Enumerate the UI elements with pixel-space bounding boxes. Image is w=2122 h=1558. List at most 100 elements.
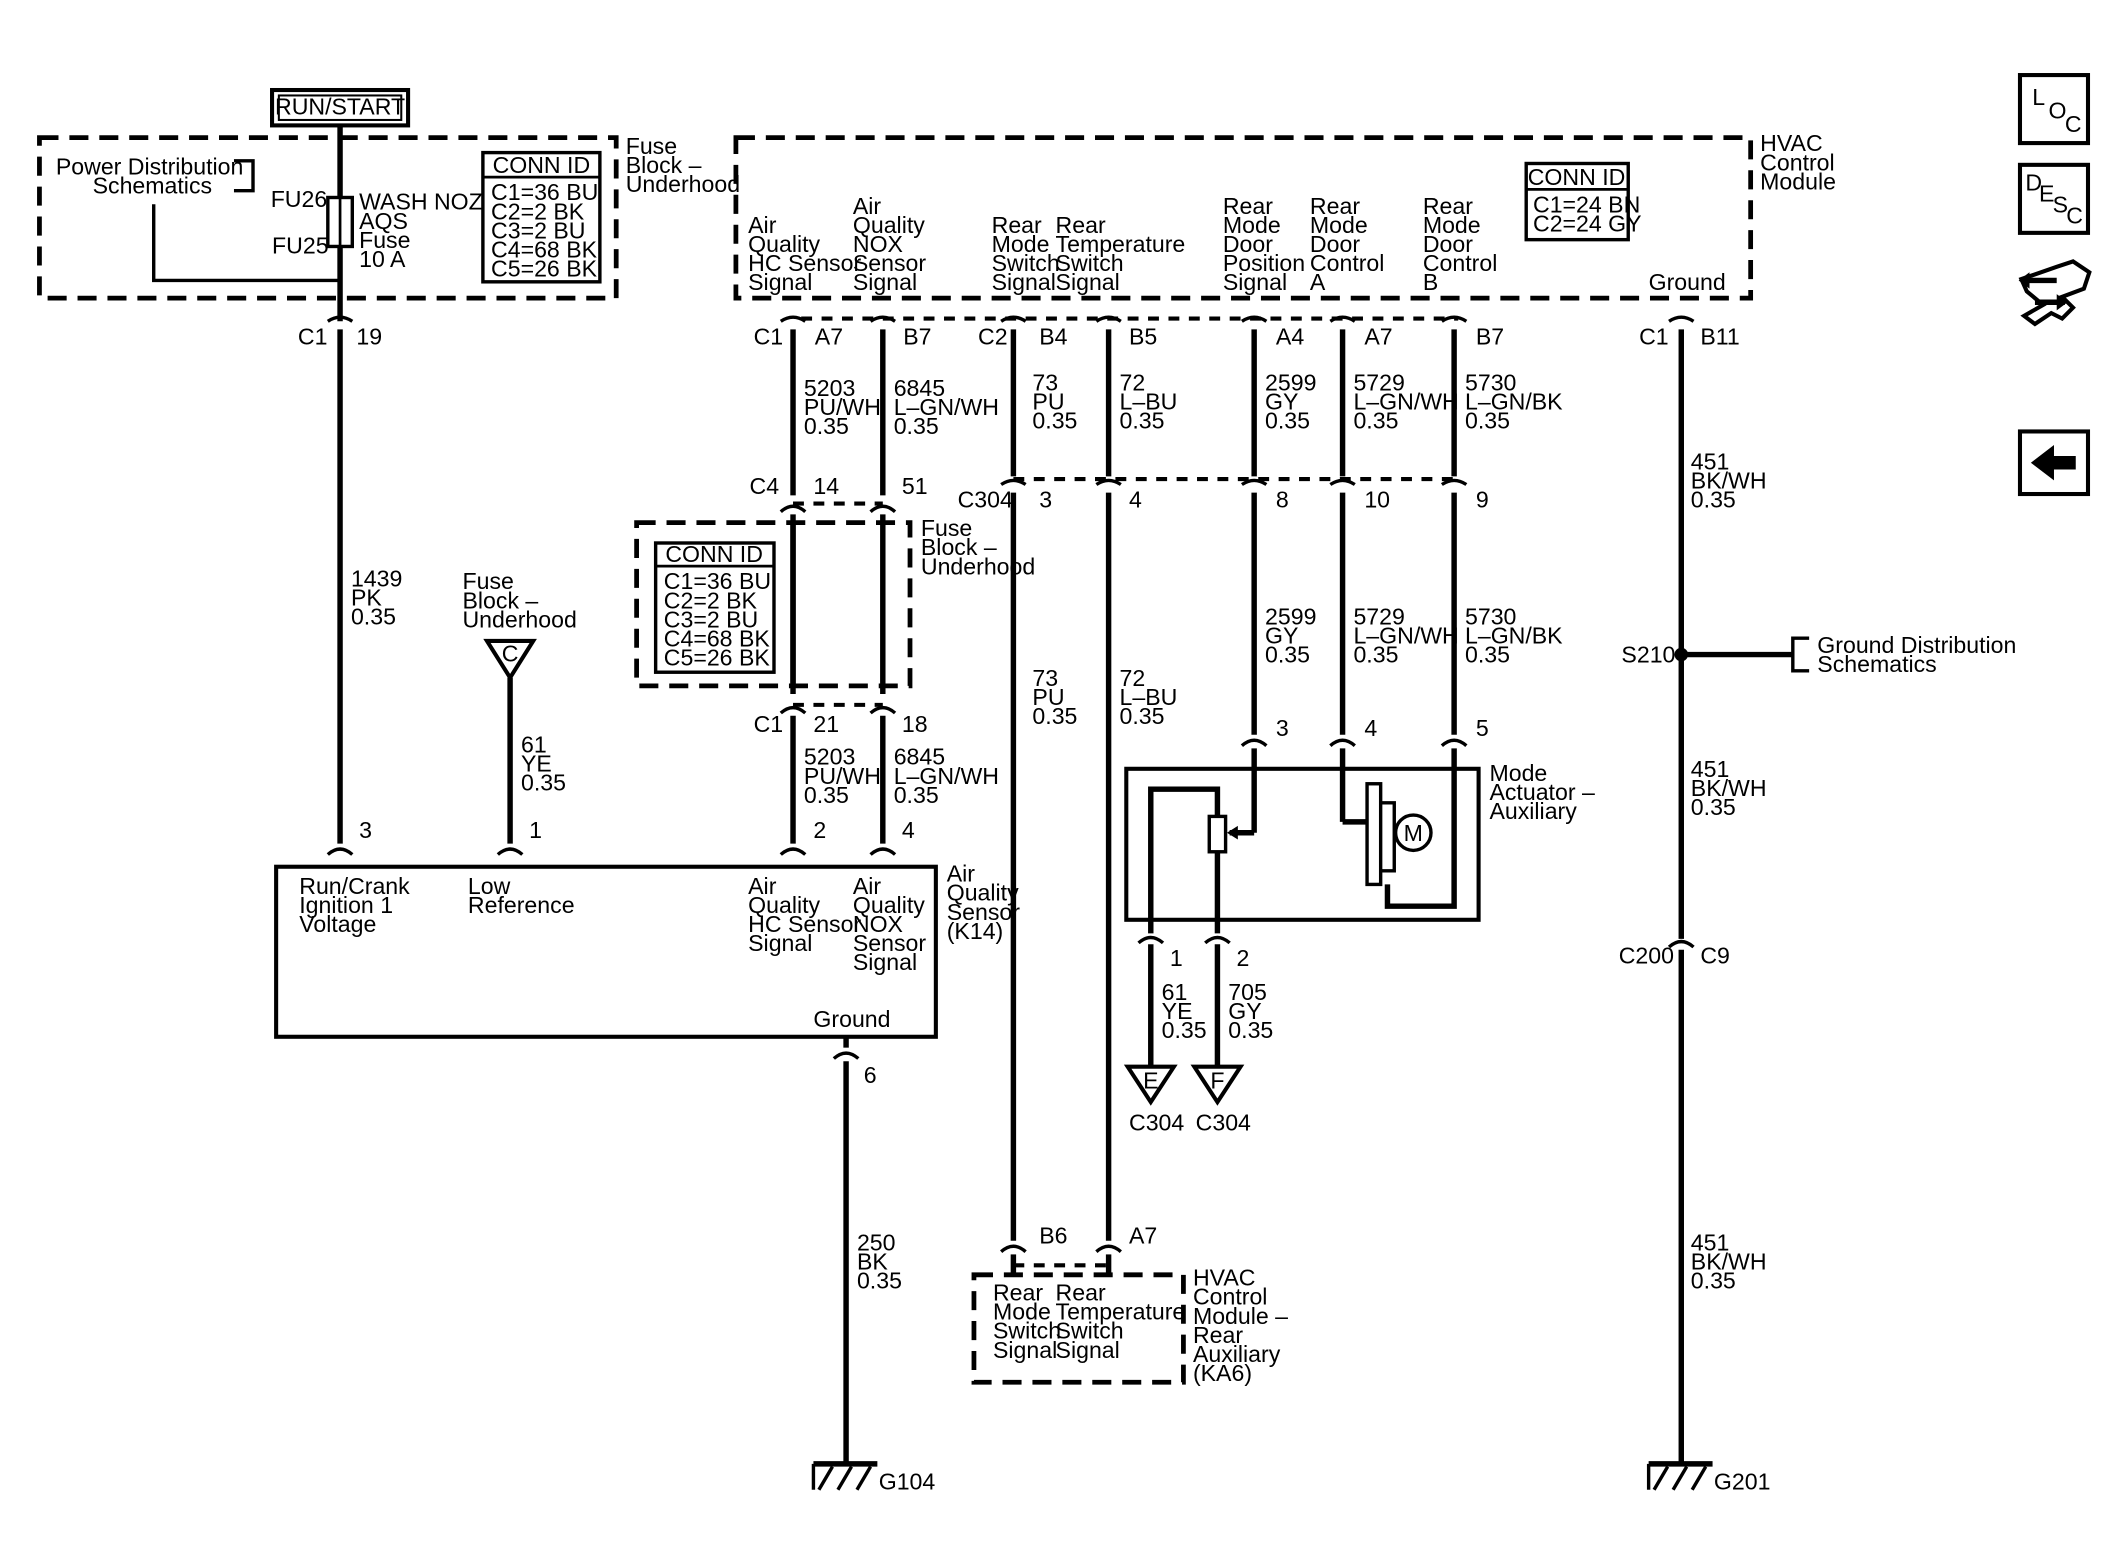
svg-text:C200: C200	[1619, 942, 1674, 968]
svg-text:Run/Crank: Run/Crank	[299, 873, 410, 899]
svg-text:9: 9	[1476, 487, 1489, 513]
svg-text:Air: Air	[947, 861, 976, 887]
svg-text:Signal: Signal	[1223, 269, 1287, 295]
svg-text:Quality: Quality	[947, 880, 1019, 906]
svg-text:B5: B5	[1129, 323, 1157, 349]
svg-text:GY: GY	[1265, 389, 1298, 415]
svg-text:5730: 5730	[1465, 370, 1516, 396]
svg-text:0.35: 0.35	[804, 782, 849, 808]
svg-text:C1: C1	[298, 323, 328, 349]
svg-text:BK/WH: BK/WH	[1691, 1248, 1767, 1274]
ref-e-c304: E C304	[1123, 1064, 1184, 1136]
svg-text:D: D	[2025, 170, 2042, 196]
svg-text:5: 5	[1476, 715, 1489, 741]
svg-text:Switch: Switch	[993, 1318, 1061, 1344]
svg-text:M: M	[1404, 820, 1423, 846]
svg-text:Position: Position	[1223, 250, 1305, 276]
svg-text:451: 451	[1691, 449, 1730, 475]
svg-text:A4: A4	[1276, 323, 1304, 349]
svg-text:Control: Control	[1310, 250, 1385, 276]
svg-text:C1=24 BN: C1=24 BN	[1533, 191, 1640, 217]
svg-text:Ground Distribution: Ground Distribution	[1817, 632, 2016, 658]
svg-text:451: 451	[1691, 756, 1730, 782]
svg-text:YE: YE	[521, 751, 552, 777]
back-arrow-button[interactable]	[2017, 429, 2091, 497]
svg-text:Signal: Signal	[1056, 269, 1120, 295]
svg-text:B6: B6	[1039, 1223, 1067, 1249]
svg-text:3: 3	[1276, 715, 1289, 741]
svg-text:1: 1	[1170, 945, 1183, 971]
svg-text:Mode: Mode	[993, 1299, 1051, 1325]
svg-text:Sensor: Sensor	[853, 930, 927, 956]
motor-icon	[1393, 813, 1433, 853]
svg-text:B7: B7	[903, 323, 931, 349]
svg-text:Auxiliary: Auxiliary	[1193, 1341, 1281, 1367]
svg-text:Door: Door	[1223, 231, 1273, 257]
svg-text:2599: 2599	[1265, 370, 1316, 396]
svg-text:Signal: Signal	[993, 1337, 1057, 1363]
svg-text:L–GN/BK: L–GN/BK	[1465, 389, 1563, 415]
svg-text:0.35: 0.35	[521, 770, 566, 796]
svg-text:Voltage: Voltage	[299, 911, 376, 937]
svg-text:705: 705	[1228, 979, 1267, 1005]
svg-text:Rear: Rear	[992, 212, 1042, 238]
svg-text:Air: Air	[748, 212, 777, 238]
svg-text:C304: C304	[1196, 1110, 1251, 1136]
svg-text:Switch: Switch	[1056, 250, 1124, 276]
svg-text:Switch: Switch	[992, 250, 1060, 276]
svg-text:Rear: Rear	[1423, 193, 1473, 219]
svg-text:BK/WH: BK/WH	[1691, 468, 1767, 494]
svg-text:Rear: Rear	[1193, 1322, 1243, 1348]
power-dist-line1: Power Distribution	[56, 153, 244, 179]
svg-text:B4: B4	[1039, 323, 1067, 349]
svg-text:51: 51	[902, 473, 928, 499]
svg-text:Block –: Block –	[462, 587, 538, 613]
svg-text:O: O	[2049, 98, 2067, 124]
svg-text:4: 4	[1364, 715, 1377, 741]
desc-button[interactable]: D E S C	[2017, 162, 2091, 235]
svg-text:Quality: Quality	[853, 212, 925, 238]
svg-text:Ignition 1: Ignition 1	[299, 892, 393, 918]
fuse-block-ref-c: Fuse Block – Underhood C	[462, 568, 577, 682]
svg-text:C5=26 BK: C5=26 BK	[664, 644, 771, 670]
loc-button[interactable]: L O C	[2017, 73, 2091, 146]
fuse-block-underhood-mid: CONN ID C1=36 BU C2=2 BK C3=2 BU C4=68 B…	[634, 515, 1035, 689]
svg-text:73: 73	[1032, 665, 1058, 691]
svg-text:Door: Door	[1423, 231, 1473, 257]
svg-text:BK: BK	[857, 1248, 888, 1274]
svg-text:L–GN/WH: L–GN/WH	[894, 394, 999, 420]
svg-text:PU: PU	[1032, 684, 1064, 710]
svg-text:NOX: NOX	[853, 231, 903, 257]
svg-text:5203: 5203	[804, 744, 855, 770]
svg-text:HC Sensor: HC Sensor	[748, 250, 861, 276]
svg-text:Ground: Ground	[813, 1006, 890, 1032]
potentiometer-icon	[1207, 814, 1228, 854]
arrow-left-icon	[2030, 445, 2076, 481]
svg-text:6845: 6845	[894, 375, 945, 401]
svg-text:Signal: Signal	[748, 269, 812, 295]
svg-text:Mode: Mode	[992, 231, 1050, 257]
svg-text:C1=36 BU: C1=36 BU	[491, 179, 598, 205]
svg-text:Fuse: Fuse	[359, 227, 410, 253]
svg-text:C304: C304	[1129, 1110, 1184, 1136]
svg-text:21: 21	[813, 711, 839, 737]
svg-text:Fuse: Fuse	[462, 568, 513, 594]
svg-text:1: 1	[529, 817, 542, 843]
mode-actuator-auxiliary: Mode Actuator – Auxiliary M	[1124, 748, 1595, 934]
svg-text:Air: Air	[748, 873, 777, 899]
svg-text:B7: B7	[1476, 323, 1504, 349]
svg-text:Signal: Signal	[992, 269, 1056, 295]
svg-text:L–GN/WH: L–GN/WH	[894, 763, 999, 789]
svg-text:18: 18	[902, 711, 928, 737]
svg-text:GY: GY	[1265, 623, 1298, 649]
svg-text:C: C	[502, 640, 519, 666]
svg-text:19: 19	[356, 323, 382, 349]
svg-text:PU/WH: PU/WH	[804, 763, 881, 789]
svg-text:G201: G201	[1714, 1469, 1771, 1495]
svg-text:4: 4	[1129, 487, 1142, 513]
connector-view-icon[interactable]	[2018, 259, 2092, 327]
svg-text:0.35: 0.35	[1691, 487, 1736, 513]
svg-text:Mode: Mode	[1489, 760, 1547, 786]
